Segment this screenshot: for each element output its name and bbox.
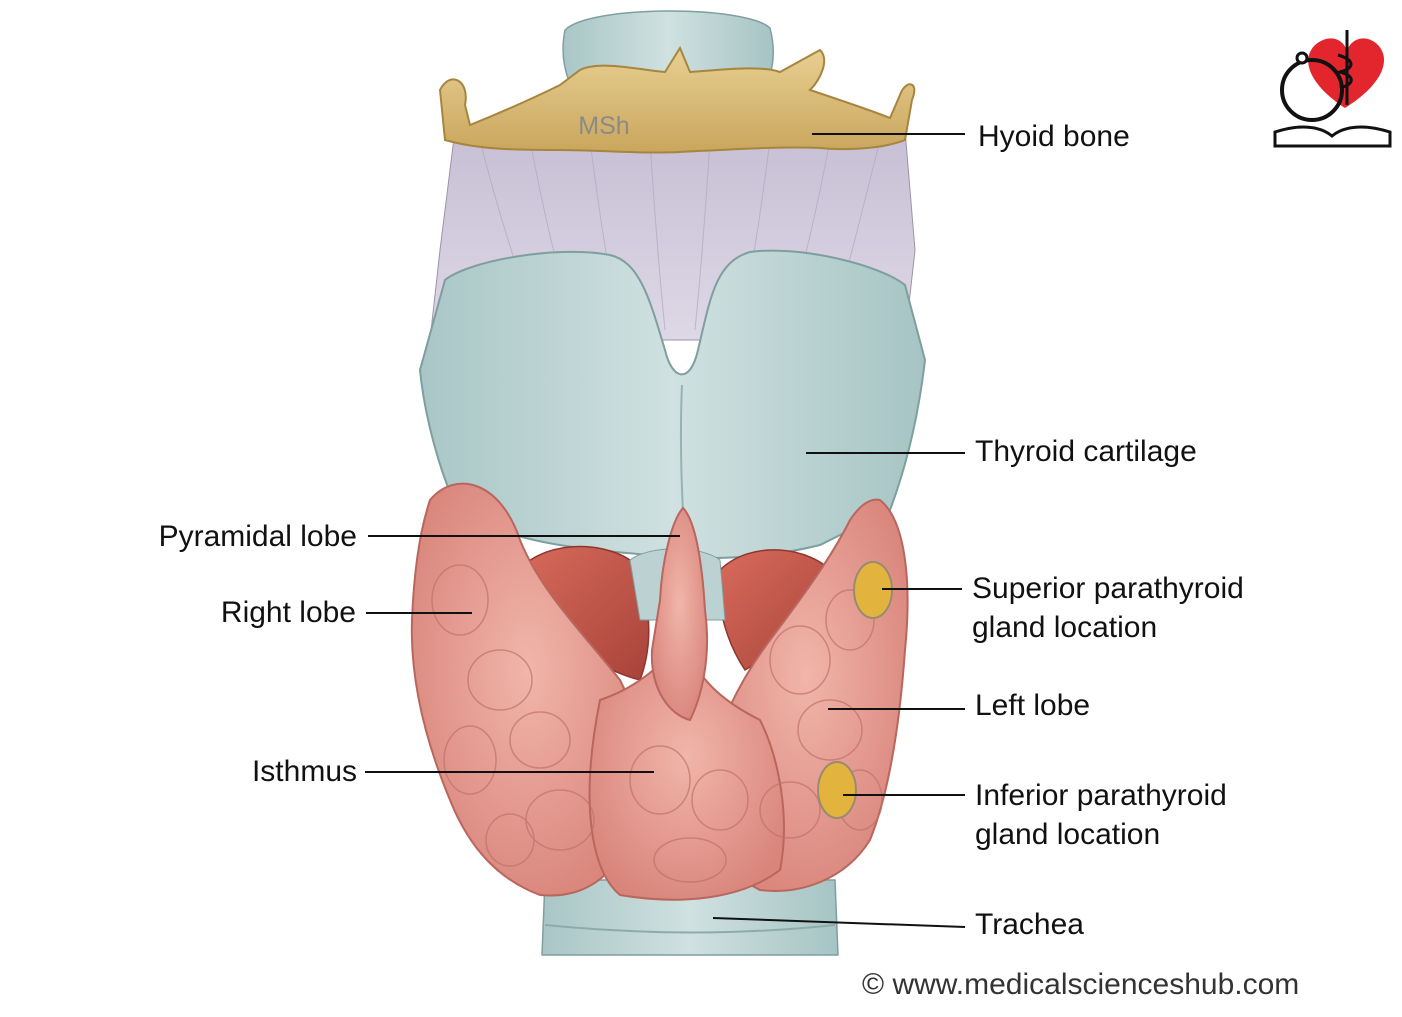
- caduceus-icon: [1334, 30, 1353, 105]
- open-book-icon: [1273, 125, 1392, 148]
- leader-lines: [365, 133, 966, 928]
- site-logo: [1273, 30, 1392, 148]
- stethoscope-chestpiece: [1295, 51, 1309, 65]
- stethoscope-icon: [1280, 58, 1344, 122]
- thyroid-pyramidal-lobe: [650, 506, 709, 722]
- label-hyoid-bone: Hyoid bone: [978, 120, 1130, 153]
- tracheal-ring: [544, 924, 836, 934]
- inferior-parathyroid-marker: [817, 761, 857, 819]
- label-right-lobe: Right lobe: [220, 596, 356, 629]
- thyroid-cartilage: [418, 249, 927, 559]
- label-superior-parathyroid: Superior parathyroid gland location: [972, 572, 1244, 644]
- hyoid-bone: [438, 45, 916, 154]
- copyright-notice: © www.medicalscienceshub.com: [862, 968, 1300, 1001]
- label-thyroid-cartilage: Thyroid cartilage: [975, 435, 1197, 468]
- thyroid-lobule-texture: [431, 564, 883, 883]
- label-isthmus: Isthmus: [251, 755, 357, 788]
- watermark-text: MSh: [578, 112, 629, 140]
- leader-trachea: [712, 917, 966, 928]
- label-inferior-parathyroid: Inferior parathyroid gland location: [975, 779, 1227, 851]
- label-pyramidal-lobe: Pyramidal lobe: [158, 520, 357, 553]
- label-trachea: Trachea: [975, 908, 1084, 941]
- label-left-lobe: Left lobe: [975, 689, 1091, 722]
